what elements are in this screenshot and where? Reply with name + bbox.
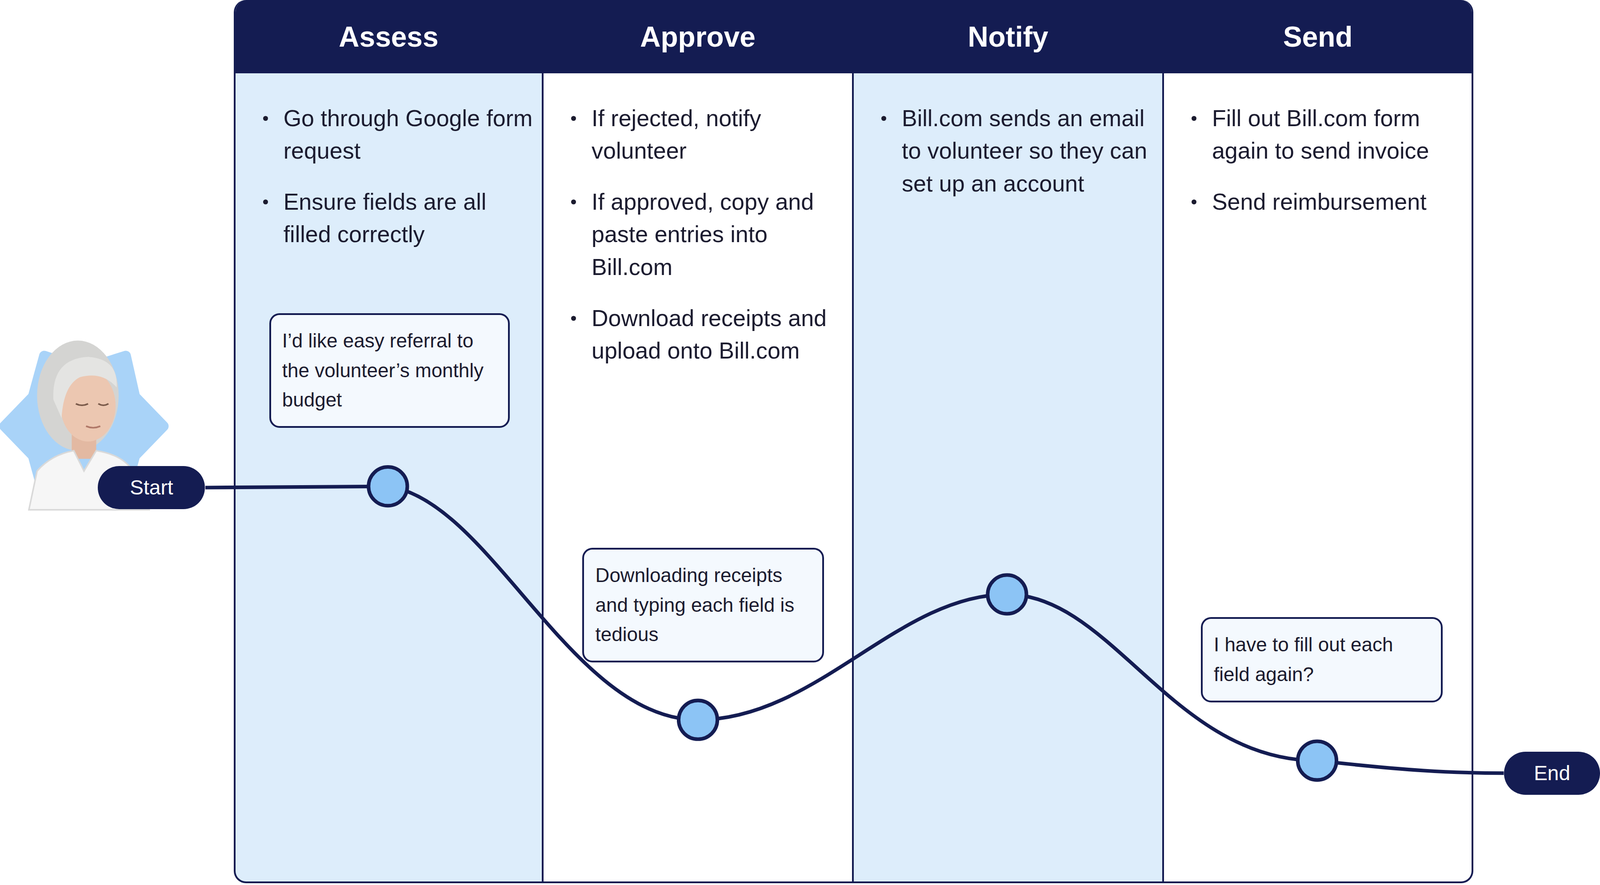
pain-point-callout: I’d like easy referral to the volunteer’… bbox=[269, 313, 511, 428]
bullet-list: Bill.com sends an email to volunteer so … bbox=[881, 102, 1154, 219]
bullet-item: Send reimbursement bbox=[1191, 185, 1465, 219]
bullet-list: If rejected, notify volunteer If approved… bbox=[571, 102, 844, 386]
bullet-list: Fill out Bill.com form again to send inv… bbox=[1191, 102, 1465, 237]
bullet-dot bbox=[263, 116, 268, 121]
terminal-pill: Start bbox=[97, 466, 205, 509]
bullet-dot bbox=[263, 199, 268, 205]
bullet-text: Bill.com sends an email to volunteer so … bbox=[901, 102, 1154, 200]
column-header: Notify bbox=[853, 0, 1163, 74]
bullet-text: Go through Google form request bbox=[283, 102, 534, 168]
bullet-item: Ensure fields are all filled correctly bbox=[263, 185, 534, 252]
bullet-dot bbox=[571, 116, 576, 121]
bullet-text: Download receipts and upload onto Bill.c… bbox=[591, 302, 844, 368]
bullet-item: If rejected, notify volunteer bbox=[571, 102, 844, 168]
bullet-item: If approved, copy and paste entries into… bbox=[571, 185, 844, 284]
persona-mouth bbox=[86, 426, 101, 428]
pain-point-callout: I have to fill out each field again? bbox=[1200, 617, 1443, 703]
pain-point-callout: Downloading receipts and typing each fie… bbox=[582, 548, 824, 663]
bullet-dot bbox=[571, 316, 576, 321]
column-heading: Assess bbox=[338, 20, 439, 54]
bullet-item: Fill out Bill.com form again to send inv… bbox=[1191, 102, 1465, 168]
column-header: Approve bbox=[543, 0, 852, 74]
stage-column: Assess Go through Google form requestEnsu… bbox=[233, 0, 542, 884]
terminal-pill: End bbox=[1504, 752, 1600, 795]
bullet-dot bbox=[1191, 116, 1197, 121]
stage-column: NotifyBill.com sends an email to volunte… bbox=[852, 0, 1163, 884]
bullet-item: Go through Google form request bbox=[263, 102, 534, 168]
callout-text: I have to fill out each field again? bbox=[1213, 630, 1430, 690]
column-header: Send bbox=[1164, 0, 1472, 74]
column-heading: Approve bbox=[640, 20, 756, 54]
callout-text: I’d like easy referral to the volunteer’… bbox=[282, 326, 497, 416]
persona-hair bbox=[36, 340, 119, 452]
persona-eye bbox=[76, 404, 109, 406]
bullet-list: Go through Google form requestEnsure fie… bbox=[263, 102, 534, 270]
bullet-dot bbox=[1191, 199, 1197, 205]
stage-column: Approve If rejected, notify volunteer If a… bbox=[541, 0, 852, 884]
bullet-dot bbox=[881, 116, 887, 121]
persona-neck bbox=[71, 428, 96, 460]
persona-hair-front bbox=[53, 356, 117, 419]
column-heading: Notify bbox=[967, 20, 1048, 54]
callout-text: Downloading receipts and typing each fie… bbox=[595, 560, 812, 650]
bullet-item: Download receipts and upload onto Bill.c… bbox=[571, 302, 844, 368]
bullet-text: Fill out Bill.com form again to send inv… bbox=[1212, 102, 1465, 168]
terminal-label: Start bbox=[129, 475, 173, 500]
stage-column: SendFill out Bill.com form again to send… bbox=[1162, 0, 1474, 884]
bullet-text: Ensure fields are all filled correctly bbox=[283, 185, 534, 252]
persona-face bbox=[60, 370, 116, 442]
bullet-text: Send reimbursement bbox=[1212, 185, 1427, 219]
column-heading: Send bbox=[1283, 20, 1353, 54]
bullet-item: Bill.com sends an email to volunteer so … bbox=[881, 102, 1154, 200]
terminal-label: End bbox=[1533, 761, 1571, 786]
bullet-dot bbox=[571, 199, 576, 205]
column-header: Assess bbox=[235, 0, 542, 74]
bullet-text: If approved, copy and paste entries into… bbox=[591, 185, 844, 284]
bullet-text: If rejected, notify volunteer bbox=[591, 102, 844, 168]
